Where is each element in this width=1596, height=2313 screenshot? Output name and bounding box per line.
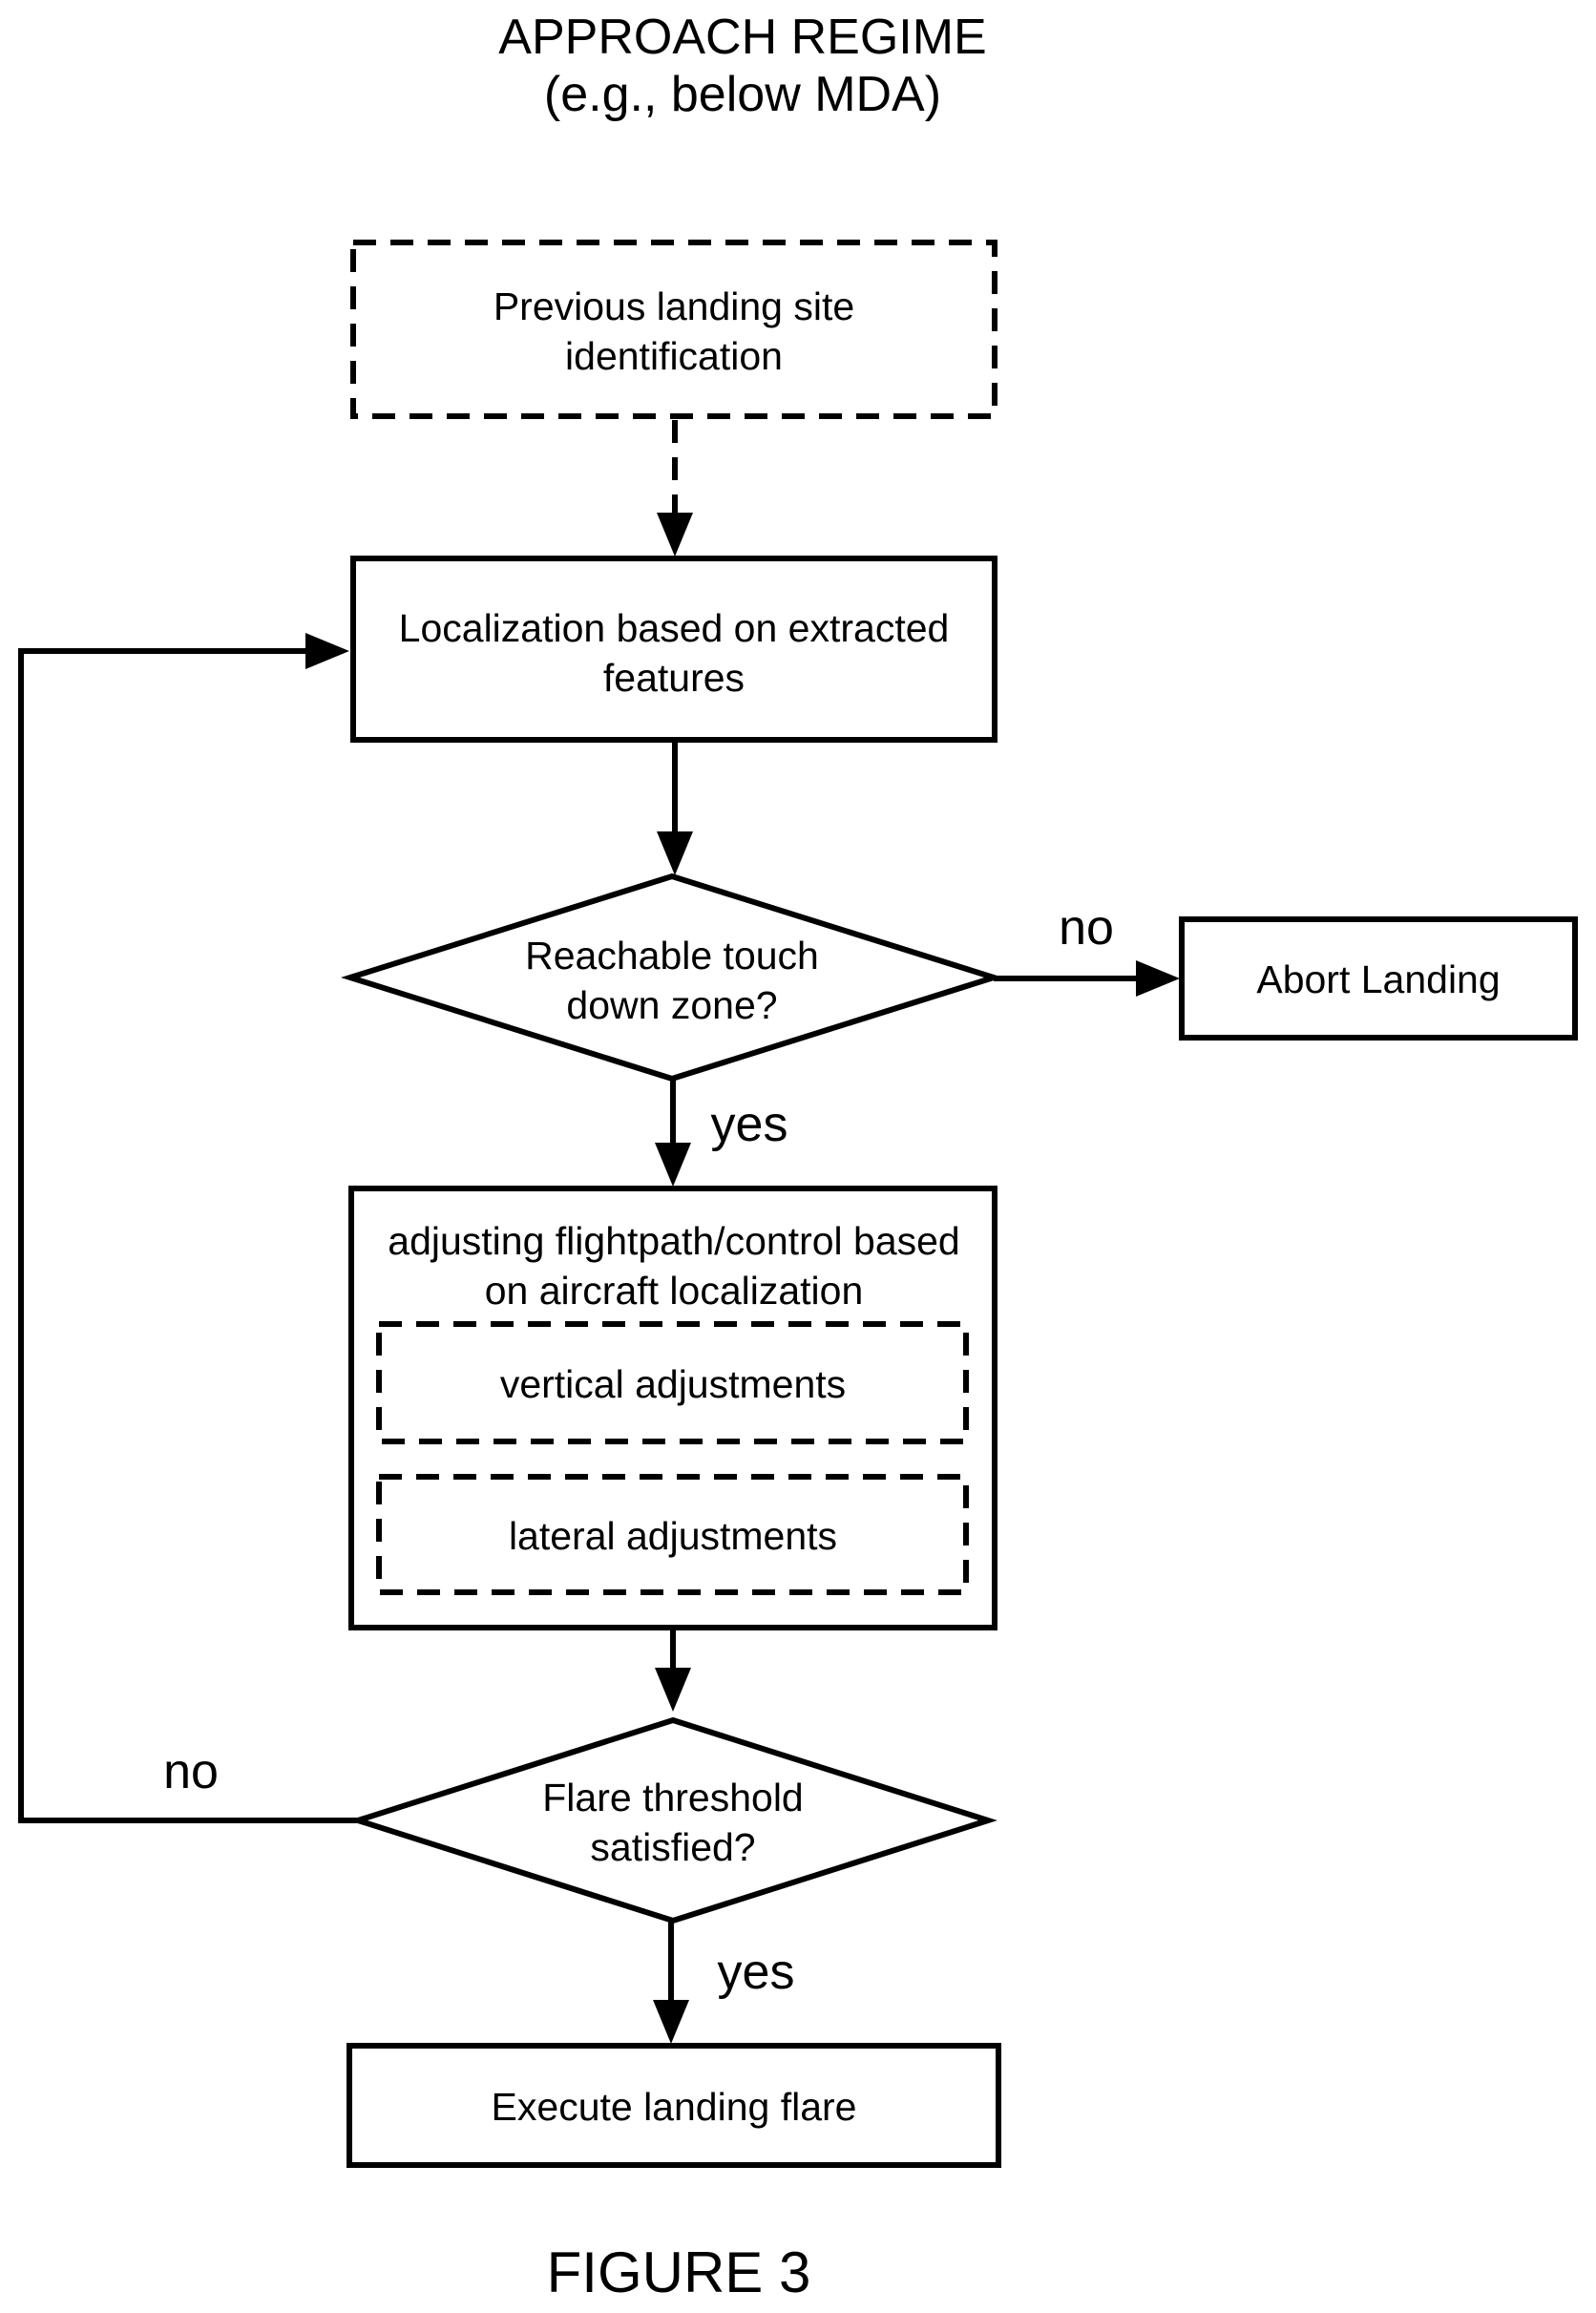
node-lateral-adjustments-box <box>376 1474 969 1595</box>
edge-previous-to-localization-arrowhead <box>657 513 693 557</box>
edge-flare-no-loop-arrowhead <box>305 633 349 669</box>
node-execute-flare-label: Execute landing flare <box>491 2085 857 2129</box>
reachable-touchdown-line2: down zone? <box>566 983 778 1027</box>
adjusting-flightpath-line2: on aircraft localization <box>484 1269 864 1313</box>
node-vertical-adjustments-box <box>376 1321 969 1444</box>
reachable-touchdown-line1: Reachable touch <box>525 934 819 978</box>
edge-reachable-yes-arrowhead <box>655 1143 691 1187</box>
node-abort-landing-label: Abort Landing <box>1256 957 1501 1001</box>
figure-title: APPROACH REGIME (e.g., below MDA) <box>498 9 986 123</box>
edge-reachable-no-label: no <box>1059 900 1114 956</box>
node-reachable-touchdown-label: Reachable touch down zone? <box>525 931 819 1030</box>
edge-flare-yes-label: yes <box>717 1945 795 2000</box>
localization-line1: Localization based on extracted <box>398 606 950 650</box>
figure-title-line2: (e.g., below MDA) <box>543 67 942 122</box>
edge-reachable-no-arrowhead <box>1136 960 1180 997</box>
node-vertical-adjustments-label: vertical adjustments <box>499 1362 847 1406</box>
node-flare-threshold-label: Flare threshold satisfied? <box>542 1773 803 1872</box>
edge-flare-yes-arrowhead <box>653 2000 689 2044</box>
node-lateral-adjustments-label: lateral adjustments <box>508 1514 838 1558</box>
figure-caption: FIGURE 3 <box>546 2240 811 2304</box>
edge-flare-no-loop-line <box>18 648 358 1823</box>
edge-adjusting-to-flare-arrowhead <box>655 1668 691 1712</box>
node-abort-landing-box <box>1179 916 1578 1041</box>
localization-line2: features <box>602 656 746 700</box>
node-adjusting-flightpath-label: adjusting flightpath/control based on ai… <box>388 1216 959 1315</box>
edge-flare-no-label: no <box>163 1744 219 1799</box>
edge-localization-to-reachable-arrowhead <box>657 831 693 875</box>
flare-threshold-line1: Flare threshold <box>542 1776 804 1819</box>
node-previous-landing-site-label: Previous landing site identification <box>494 282 854 381</box>
edge-reachable-yes-label: yes <box>710 1097 788 1152</box>
previous-landing-site-line2: identification <box>565 334 783 378</box>
node-previous-landing-site-box <box>350 240 998 419</box>
figure-title-line1: APPROACH REGIME <box>498 10 987 65</box>
adjusting-flightpath-line1: adjusting flightpath/control based <box>388 1219 960 1263</box>
flare-threshold-line2: satisfied? <box>590 1825 756 1869</box>
node-execute-flare-box <box>346 2043 1001 2168</box>
node-localization-label: Localization based on extracted features <box>399 603 950 703</box>
previous-landing-site-line1: Previous landing site <box>493 284 855 328</box>
